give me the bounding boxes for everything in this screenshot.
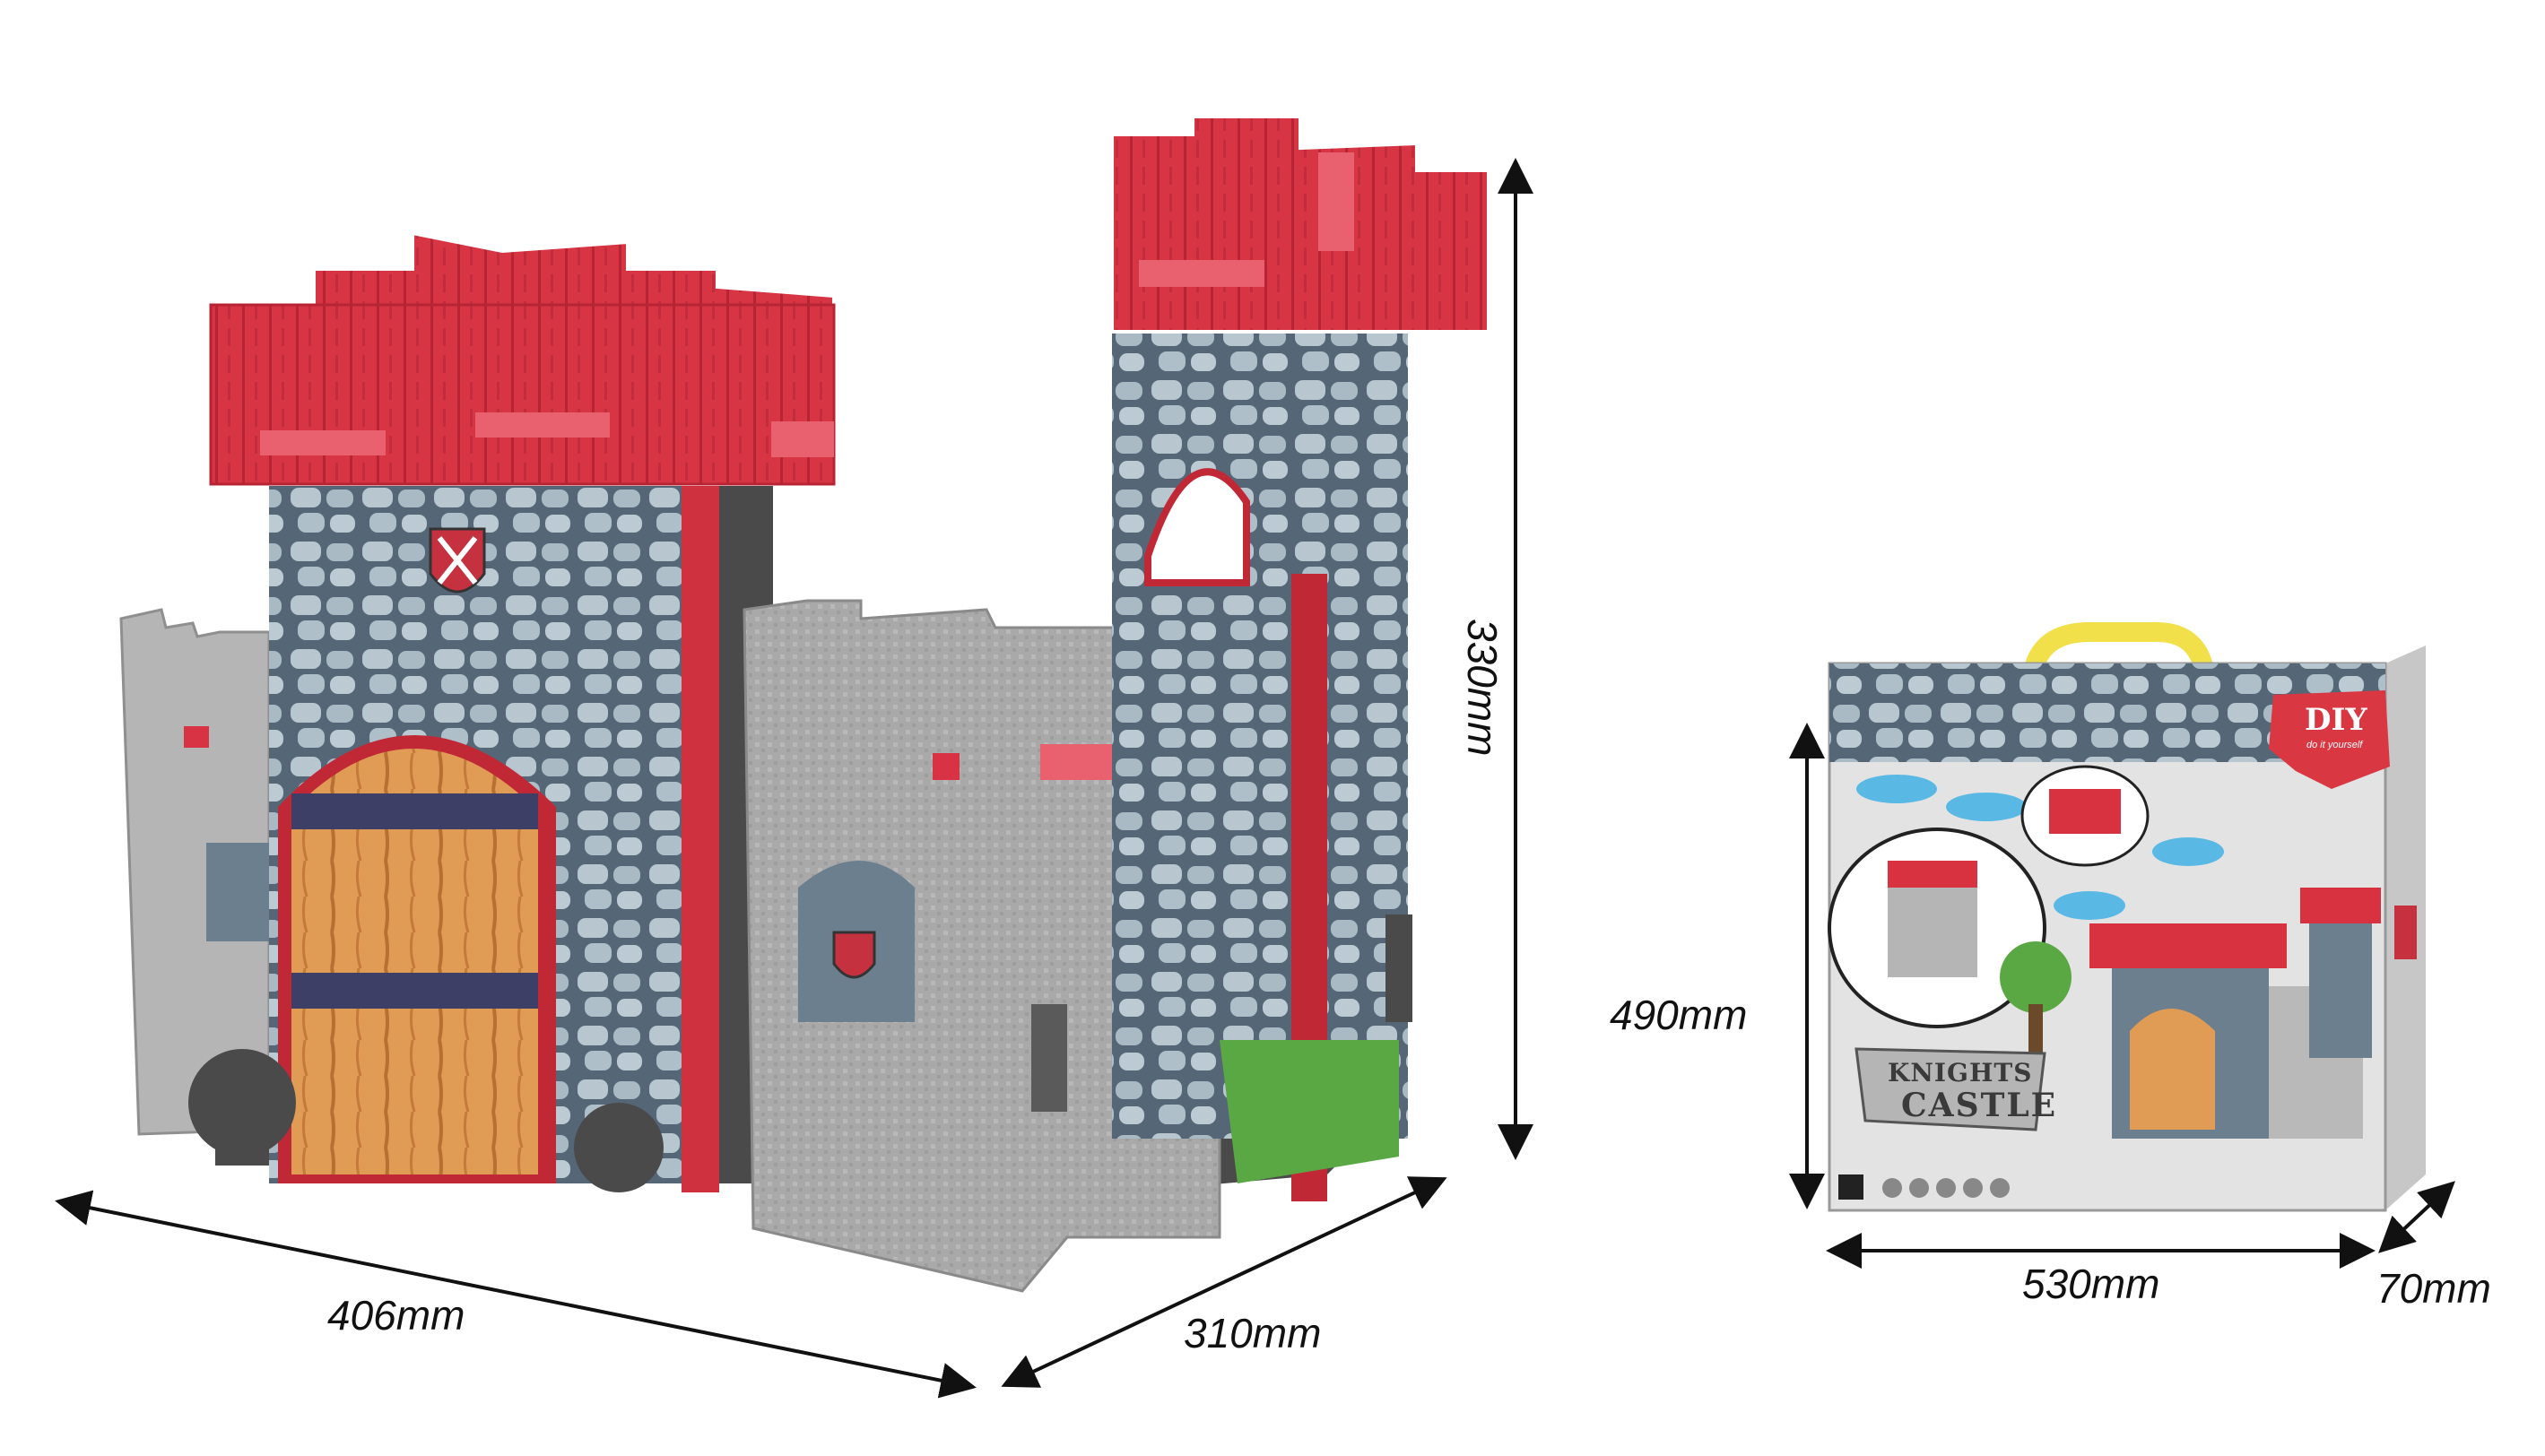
cert-icon (1882, 1178, 1902, 1198)
diy-badge (2269, 690, 2390, 789)
shield-emblem (429, 527, 486, 594)
wheel-left (188, 1049, 296, 1157)
cert-icon (1909, 1178, 1929, 1198)
tree-icon (2000, 941, 2072, 1013)
box-width-label: 530mm (2022, 1261, 2160, 1307)
depth-arrow (1001, 1176, 1447, 1388)
castle-door (278, 735, 556, 1183)
castle-toy (119, 115, 1490, 1293)
right-tower (1112, 332, 1412, 1201)
window-slot (184, 726, 209, 748)
qr-code-icon (1838, 1174, 1863, 1200)
box-depth-label: 70mm (2376, 1265, 2491, 1312)
castle-height-label: 330mm (1459, 619, 1506, 757)
age-icon (1990, 1178, 2010, 1198)
box-depth-arrow (2378, 1181, 2455, 1253)
logo-title-line1: KNIGHTS (1888, 1058, 2033, 1088)
cloud (1946, 793, 2027, 821)
wheel-right (574, 1103, 664, 1192)
castle-width-label: 406mm (327, 1292, 465, 1339)
cloud (2152, 837, 2224, 866)
wall-shield-emblem (832, 931, 876, 979)
window-slot (933, 753, 960, 780)
tower-edge (682, 484, 719, 1192)
cloud (2054, 891, 2125, 920)
logo-plaque (1854, 1047, 2046, 1131)
castle-depth-label: 310mm (1184, 1310, 1322, 1356)
width-arrow (55, 1190, 977, 1399)
cert-icon (1936, 1178, 1956, 1198)
age-icon (1963, 1178, 1983, 1198)
wall-window (206, 843, 269, 941)
grass-panel (1220, 1040, 1399, 1183)
wall-tab (1031, 1004, 1067, 1112)
diy-subtitle: do it yourself (2306, 740, 2363, 750)
box-handle (2021, 622, 2216, 691)
diy-title: DIY (2305, 702, 2367, 738)
main-roof (208, 230, 836, 486)
cloud (1856, 775, 1937, 803)
box-height-label: 490mm (1610, 992, 1748, 1038)
product-box (1828, 622, 2426, 1212)
logo-title-line2: CASTLE (1901, 1087, 2058, 1124)
tower-roof (1110, 115, 1490, 334)
box-side-emblem (2394, 906, 2417, 959)
box-castle-picture (2089, 888, 2381, 1139)
